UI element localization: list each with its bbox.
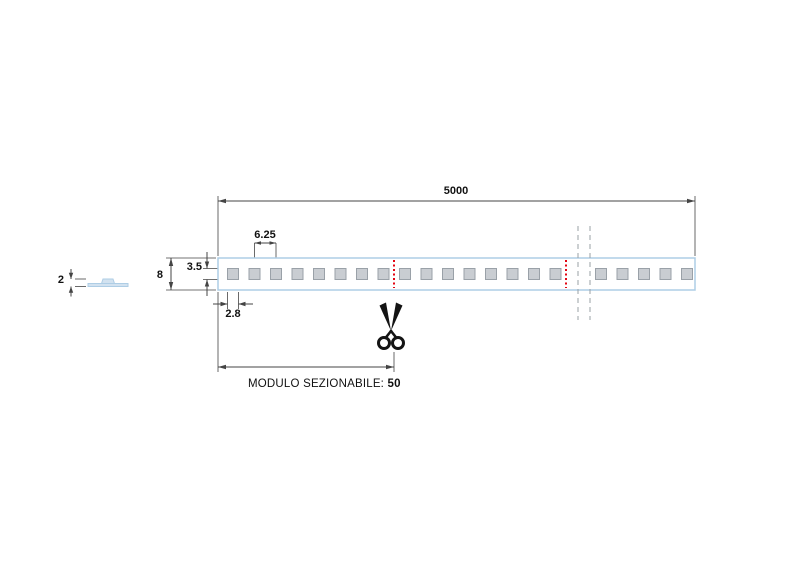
dimension-led-height: 3.5	[187, 252, 227, 296]
profile-height-value: 2	[58, 274, 64, 286]
arrowhead-left	[254, 241, 261, 245]
led-chip	[442, 268, 454, 280]
arrowhead-bottom	[68, 286, 74, 293]
module-label-text: MODULO SEZIONABILE:	[248, 378, 388, 390]
arrowhead-bottom	[204, 279, 210, 287]
arrowhead-right	[386, 364, 394, 370]
led-chip	[291, 268, 304, 280]
scissors-blade-right	[391, 302, 403, 331]
arrowhead-right	[687, 198, 695, 204]
led-chip	[595, 268, 607, 280]
led-chip	[549, 268, 562, 280]
led-chip	[270, 268, 282, 280]
dimension-led-pitch: 6.25	[254, 229, 277, 267]
led-chip	[377, 268, 390, 280]
led-chip	[506, 268, 519, 280]
led-chip	[420, 268, 433, 280]
arrowhead-bottom	[168, 282, 174, 290]
scissors-handle-left	[377, 336, 391, 350]
dimension-profile-height: 2	[58, 269, 86, 297]
scissors-handle-right	[391, 336, 405, 350]
arrowhead-left	[218, 364, 226, 370]
strip-width-value: 8	[157, 269, 163, 281]
led-chip	[485, 268, 497, 280]
total-length-value: 5000	[444, 185, 468, 197]
led-width-value: 2.8	[225, 308, 240, 320]
dimension-module	[217, 292, 395, 372]
led-pitch-value: 6.25	[254, 229, 275, 241]
profile-led-bump	[100, 278, 116, 284]
led-chip	[638, 268, 650, 280]
led-array	[227, 268, 693, 280]
led-chip	[616, 268, 629, 280]
arrowhead-top	[204, 261, 210, 269]
led-chip	[528, 268, 540, 280]
scissors-icon	[377, 302, 405, 350]
strip-top-view	[217, 226, 696, 320]
arrowhead-left	[218, 198, 226, 204]
module-label: MODULO SEZIONABILE: 50	[248, 378, 401, 390]
led-chip	[248, 268, 261, 280]
led-chip	[356, 268, 368, 280]
led-chip	[227, 268, 239, 280]
arrowhead-top	[68, 272, 74, 279]
scissors-blade-left	[379, 302, 391, 331]
dimension-strip-width: 8	[157, 257, 216, 291]
led-height-value: 3.5	[187, 261, 202, 273]
led-chip	[659, 268, 672, 280]
strip-side-view	[87, 278, 129, 287]
arrowhead-right	[269, 241, 276, 245]
arrowhead-left	[220, 301, 228, 307]
module-value: 50	[387, 378, 401, 390]
dimension-total-length: 5000	[217, 185, 696, 256]
led-chip	[463, 268, 476, 280]
arrowhead-top	[168, 258, 174, 266]
led-chip	[681, 268, 693, 280]
led-chip	[334, 268, 347, 280]
led-chip	[399, 268, 411, 280]
led-chip	[313, 268, 325, 280]
arrowhead-right	[238, 301, 246, 307]
dimension-led-width: 2.8	[213, 292, 253, 320]
